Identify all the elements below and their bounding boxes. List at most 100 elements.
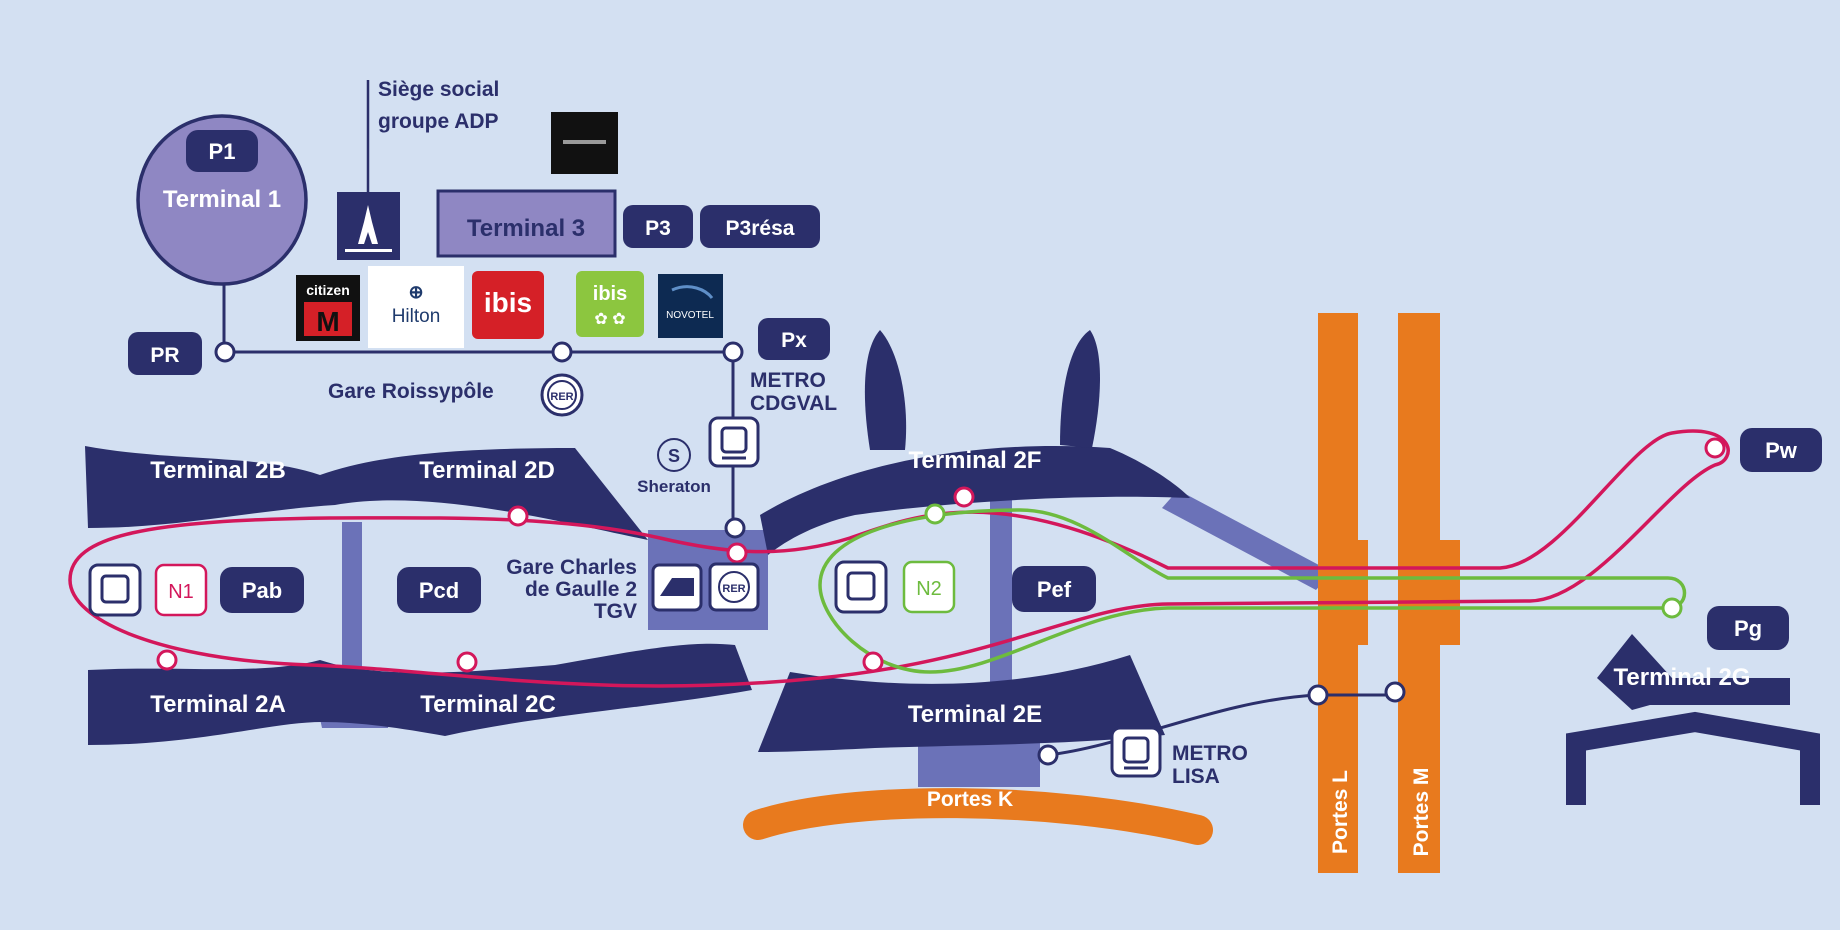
stop-n1-pw[interactable] xyxy=(1704,437,1726,459)
pg-label: Pg xyxy=(1734,616,1762,641)
terminal-2e-band xyxy=(758,655,1165,752)
n1-label: N1 xyxy=(168,581,194,603)
stop-n1-2c[interactable] xyxy=(456,651,478,673)
terminal-2f-pier-left xyxy=(864,330,907,450)
terminal-3-box[interactable] xyxy=(436,189,617,258)
ibis-styles-logo xyxy=(576,271,644,337)
lisa-label-line1: METRO xyxy=(1172,742,1248,765)
terminal-2g-piers xyxy=(1566,711,1820,805)
sheraton-emblem xyxy=(657,438,691,472)
terminal-1-label: Terminal 1 xyxy=(163,186,281,213)
stop-pr[interactable] xyxy=(214,341,236,363)
hq-label-line1: Siège social xyxy=(378,78,499,101)
terminal-1-circle[interactable] xyxy=(136,114,308,286)
eiffel-tower-icon xyxy=(358,205,378,244)
p1-badge[interactable] xyxy=(186,130,258,172)
portes-m-label: Portes M xyxy=(1410,768,1433,857)
terminal-2f-pier-right xyxy=(1060,330,1100,448)
stop-n1-cdg2[interactable] xyxy=(726,542,748,564)
stop-n1-2f[interactable] xyxy=(953,486,975,508)
sheraton-emblem-letter: S xyxy=(668,446,680,466)
terminal-2f-band xyxy=(760,446,1190,555)
ibis-styles-dots: ✿ ✿ xyxy=(594,311,625,328)
stop-lisa-2e[interactable] xyxy=(1037,744,1059,766)
rer-cdg2-text: RER xyxy=(722,583,745,595)
n2-badge[interactable] xyxy=(902,560,956,614)
p3resa-badge[interactable] xyxy=(700,205,820,248)
portes-l-pier xyxy=(1318,313,1368,873)
pw-badge[interactable] xyxy=(1740,428,1822,472)
pef-badge[interactable] xyxy=(1012,566,1096,612)
n2-label: N2 xyxy=(916,578,942,600)
terminal-2f-label: Terminal 2F xyxy=(909,447,1042,474)
pg-badge[interactable] xyxy=(1707,606,1789,650)
citizen-m-text: citizen xyxy=(306,282,350,298)
cdg2-label-line1: Gare Charles xyxy=(506,556,637,579)
metro-icon-cdgval-body xyxy=(720,426,748,454)
terminal-2b-label: Terminal 2B xyxy=(150,457,286,484)
ibis-logo xyxy=(472,271,544,339)
novotel-text: NOVOTEL xyxy=(666,310,714,321)
connector-2e2f xyxy=(990,500,1012,700)
pw-label: Pw xyxy=(1765,438,1798,463)
portes-k-label: Portes K xyxy=(927,788,1013,811)
connector-2f-portes-l xyxy=(1162,490,1332,590)
p3-label: P3 xyxy=(645,217,671,240)
pef-label: Pef xyxy=(1037,577,1072,602)
portes-k-pier xyxy=(743,788,1213,845)
citizen-m-red xyxy=(304,302,352,336)
stop-n1-2a[interactable] xyxy=(156,649,178,671)
roissypole-label: Gare Roissypôle xyxy=(328,380,494,403)
stop-lisa-m[interactable] xyxy=(1384,681,1406,703)
hq-logo-caption xyxy=(345,249,392,252)
hilton-text: Hilton xyxy=(392,306,441,327)
stop-lisa-l[interactable] xyxy=(1307,684,1329,706)
stop-n1-2e[interactable] xyxy=(862,651,884,673)
stop-cdg2[interactable] xyxy=(724,517,746,539)
terminal-2g-label: Terminal 2G xyxy=(1614,664,1751,691)
n1-badge[interactable] xyxy=(154,563,208,617)
rer-icon-cdg2[interactable] xyxy=(708,562,760,612)
hilton-logo xyxy=(368,266,464,348)
cdg2-label-line2: de Gaulle 2 xyxy=(525,578,637,601)
pr-label: PR xyxy=(150,344,179,367)
portes-m-pier xyxy=(1398,313,1460,873)
rer-icon-cdg2-ring xyxy=(718,571,750,603)
pab-badge[interactable] xyxy=(220,567,304,613)
stop-n1-2d[interactable] xyxy=(507,505,529,527)
bus-icon-n1-body xyxy=(100,574,130,604)
pab-label: Pab xyxy=(242,578,282,603)
pcd-badge[interactable] xyxy=(397,567,481,613)
terminal-3-label: Terminal 3 xyxy=(467,215,585,242)
px-badge[interactable] xyxy=(758,318,830,360)
terminal-2a-label: Terminal 2A xyxy=(150,691,286,718)
lisa-line xyxy=(1047,693,1395,757)
lisa-label-line2: LISA xyxy=(1172,765,1220,788)
bus-icon-n2[interactable] xyxy=(834,560,888,614)
cdgval-label-line2: CDGVAL xyxy=(750,392,837,415)
pr-badge[interactable] xyxy=(128,332,202,375)
bus-icon-n1[interactable] xyxy=(88,563,142,617)
stop-n2-pg[interactable] xyxy=(1661,597,1683,619)
rer-icon-roissypole-ring xyxy=(547,380,577,410)
metro-icon-lisa-body xyxy=(1122,736,1150,764)
terminal-2a-2c-band xyxy=(88,643,752,745)
tgv-icon-train xyxy=(660,578,694,596)
shuttle-n1-route xyxy=(68,429,1730,688)
sheraton-text: Sheraton xyxy=(637,477,711,496)
ibis-styles-text: ibis xyxy=(593,283,627,305)
cdgval-label-line1: METRO xyxy=(750,369,826,392)
stop-roissypole[interactable] xyxy=(551,341,573,363)
terminal-2d-label: Terminal 2D xyxy=(419,457,555,484)
p1-label: P1 xyxy=(209,139,236,164)
pcd-label: Pcd xyxy=(419,578,459,603)
black-brand-logo-mark xyxy=(563,140,606,144)
citizen-m-letter: M xyxy=(316,306,339,337)
stop-px[interactable] xyxy=(722,341,744,363)
stop-n2-2f[interactable] xyxy=(924,503,946,525)
hilton-mark: ⊕ xyxy=(408,282,423,302)
terminal-2c-label: Terminal 2C xyxy=(420,691,556,718)
novotel-mark xyxy=(671,285,714,299)
p3-badge[interactable] xyxy=(623,205,693,248)
